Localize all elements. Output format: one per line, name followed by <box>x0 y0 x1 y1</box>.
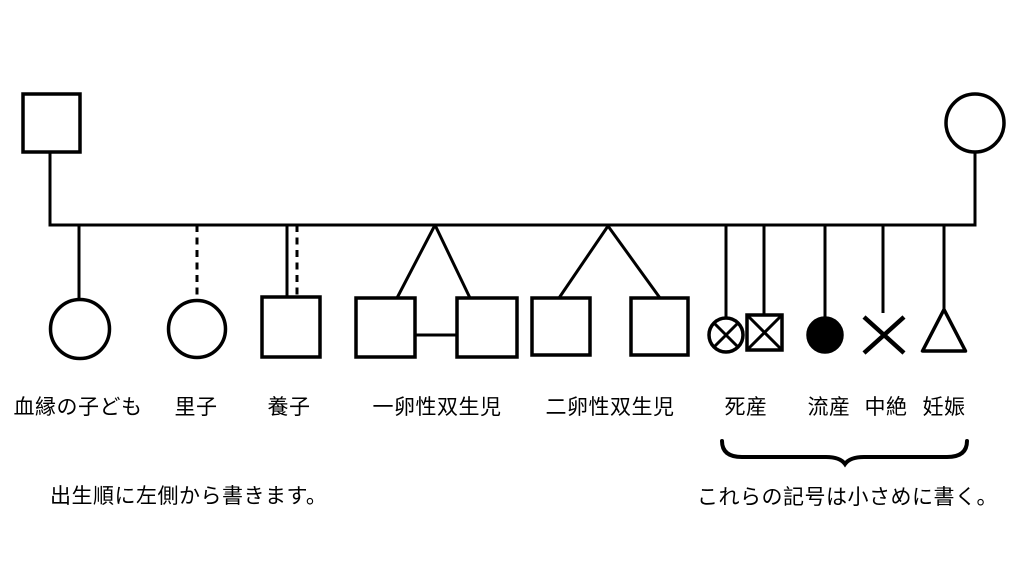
stillbirth-crossed-square-icon <box>745 313 784 352</box>
fraternal-twins-left-square-icon <box>530 296 592 357</box>
abortion-x-icon <box>862 315 906 355</box>
identical-twins-right-square-icon <box>455 296 519 359</box>
label-adopted-child: 養子 <box>267 396 311 419</box>
label-biological-child: 血縁の子ども <box>13 396 143 419</box>
father-square-icon <box>21 92 82 154</box>
miscarriage-filled-circle-icon <box>806 316 844 354</box>
label-identical-twins: 一卵性双生児 <box>372 396 502 419</box>
pregnancy-triangle-icon <box>920 307 968 353</box>
mother-circle-icon <box>944 92 1006 154</box>
fraternal-twins-left-line <box>557 225 610 299</box>
foster-child-circle-icon <box>166 298 228 360</box>
label-pregnancy: 妊娠 <box>922 396 966 419</box>
adopted-child-square-icon <box>260 295 322 359</box>
label-abortion: 中絶 <box>864 396 908 419</box>
stillbirth-circle-cross-icon <box>712 321 740 349</box>
fraternal-twins-right-square-icon <box>629 296 690 357</box>
identical-twins-left-line <box>395 224 437 299</box>
label-miscarriage: 流産 <box>807 396 851 419</box>
note-birth-order: 出生順に左側から書きます。 <box>50 485 328 508</box>
biological-child-circle-icon <box>48 297 112 361</box>
label-fraternal-twins: 二卵性双生児 <box>545 396 675 419</box>
label-foster-child: 里子 <box>174 396 218 419</box>
fraternal-twins-right-line <box>606 225 662 299</box>
identical-twins-left-square-icon <box>354 296 417 359</box>
small-symbols-brace <box>720 439 969 468</box>
note-small-symbols: これらの記号は小さめに書く。 <box>697 486 998 509</box>
stillbirth-square-cross-icon <box>745 313 784 352</box>
stillbirth-crossed-circle-icon <box>707 316 745 354</box>
label-stillbirth: 死産 <box>724 396 768 419</box>
identical-twins-right-line <box>433 224 472 299</box>
